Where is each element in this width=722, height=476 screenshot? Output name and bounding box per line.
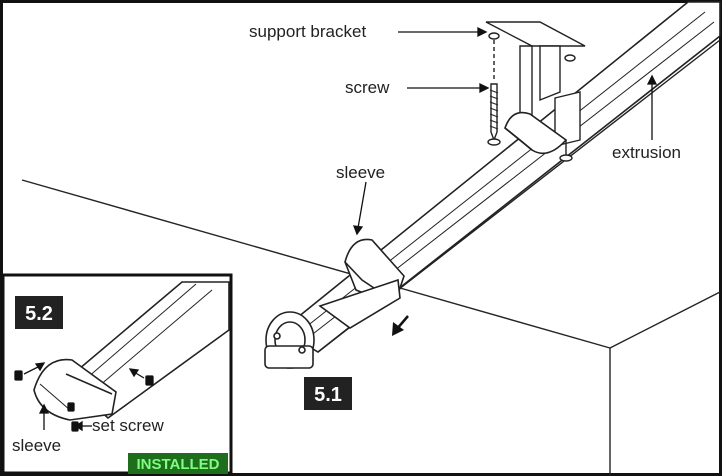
room-lines <box>21 179 721 476</box>
label-extrusion: extrusion <box>612 143 681 162</box>
label-set-screw: set screw <box>92 416 165 435</box>
set-screw-marks <box>14 362 154 432</box>
step-badge-5-2 <box>15 296 63 329</box>
installed-badge-text: INSTALLED <box>136 456 219 473</box>
label-screw: screw <box>345 78 390 97</box>
label-sleeve-main: sleeve <box>336 163 385 182</box>
label-sleeve-inset: sleeve <box>12 436 61 455</box>
step-badge-5-1 <box>304 377 352 410</box>
step-badge-5-1-text: 5.1 <box>314 384 342 406</box>
label-support-bracket: support bracket <box>249 22 366 41</box>
lower-sleeve <box>318 238 405 329</box>
screw <box>487 40 501 146</box>
direction-arrow <box>392 315 409 336</box>
support-bracket <box>485 21 586 162</box>
installed-badge <box>128 453 228 474</box>
step-badge-5-2-text: 5.2 <box>25 303 53 325</box>
upper-sleeve <box>504 111 568 155</box>
leader-lines <box>353 26 658 236</box>
inset-panel: 5.2 set screw sleeve INSTALLED <box>1 273 233 475</box>
end-cap <box>264 311 315 369</box>
inset-sleeve <box>33 358 117 421</box>
